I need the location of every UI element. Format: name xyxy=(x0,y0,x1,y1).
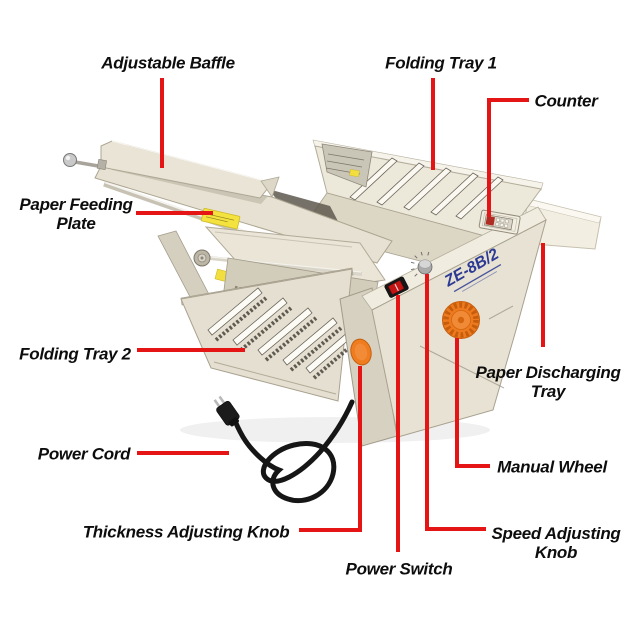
spec-label-bracket xyxy=(321,143,373,188)
label-counter: Counter xyxy=(534,91,598,111)
cord-cable xyxy=(231,399,355,504)
thickness-adjusting-knob xyxy=(350,338,372,366)
label-power-cord: Power Cord xyxy=(37,444,131,464)
manual-wheel xyxy=(442,301,480,339)
power-plug xyxy=(213,395,240,427)
annotation-line-counter xyxy=(487,98,529,217)
control-box: ZE-8B/2 xyxy=(339,206,547,447)
adjustable-baffle xyxy=(63,140,280,199)
annotation-line-speed-adjusting-knob xyxy=(425,274,486,531)
label-thickness-adjusting-knob: Thickness Adjusting Knob xyxy=(82,522,290,542)
baffle-fin xyxy=(260,176,280,198)
folding-tray-2 xyxy=(180,267,354,402)
label-manual-wheel: Manual Wheel xyxy=(497,457,607,477)
label-folding-tray-1: Folding Tray 1 xyxy=(385,53,497,73)
annotation-lines xyxy=(136,78,545,552)
warning-sticker xyxy=(349,169,360,178)
power-cord xyxy=(213,395,355,504)
label-speed-adjusting-knob: Speed Adjusting Knob xyxy=(491,524,621,562)
label-adjustable-baffle: Adjustable Baffle xyxy=(101,53,235,73)
power-switch xyxy=(384,276,409,298)
label-paper-feeding-plate: Paper Feeding Plate xyxy=(19,195,133,233)
annotation-line-manual-wheel xyxy=(455,338,490,468)
label-folding-tray-2: Folding Tray 2 xyxy=(19,344,131,364)
annotation-line-thickness-adjusting-knob xyxy=(299,366,362,532)
label-paper-discharging-tray: Paper Discharging Tray xyxy=(475,363,621,401)
baffle-knob xyxy=(63,153,77,167)
label-power-switch: Power Switch xyxy=(345,559,453,579)
